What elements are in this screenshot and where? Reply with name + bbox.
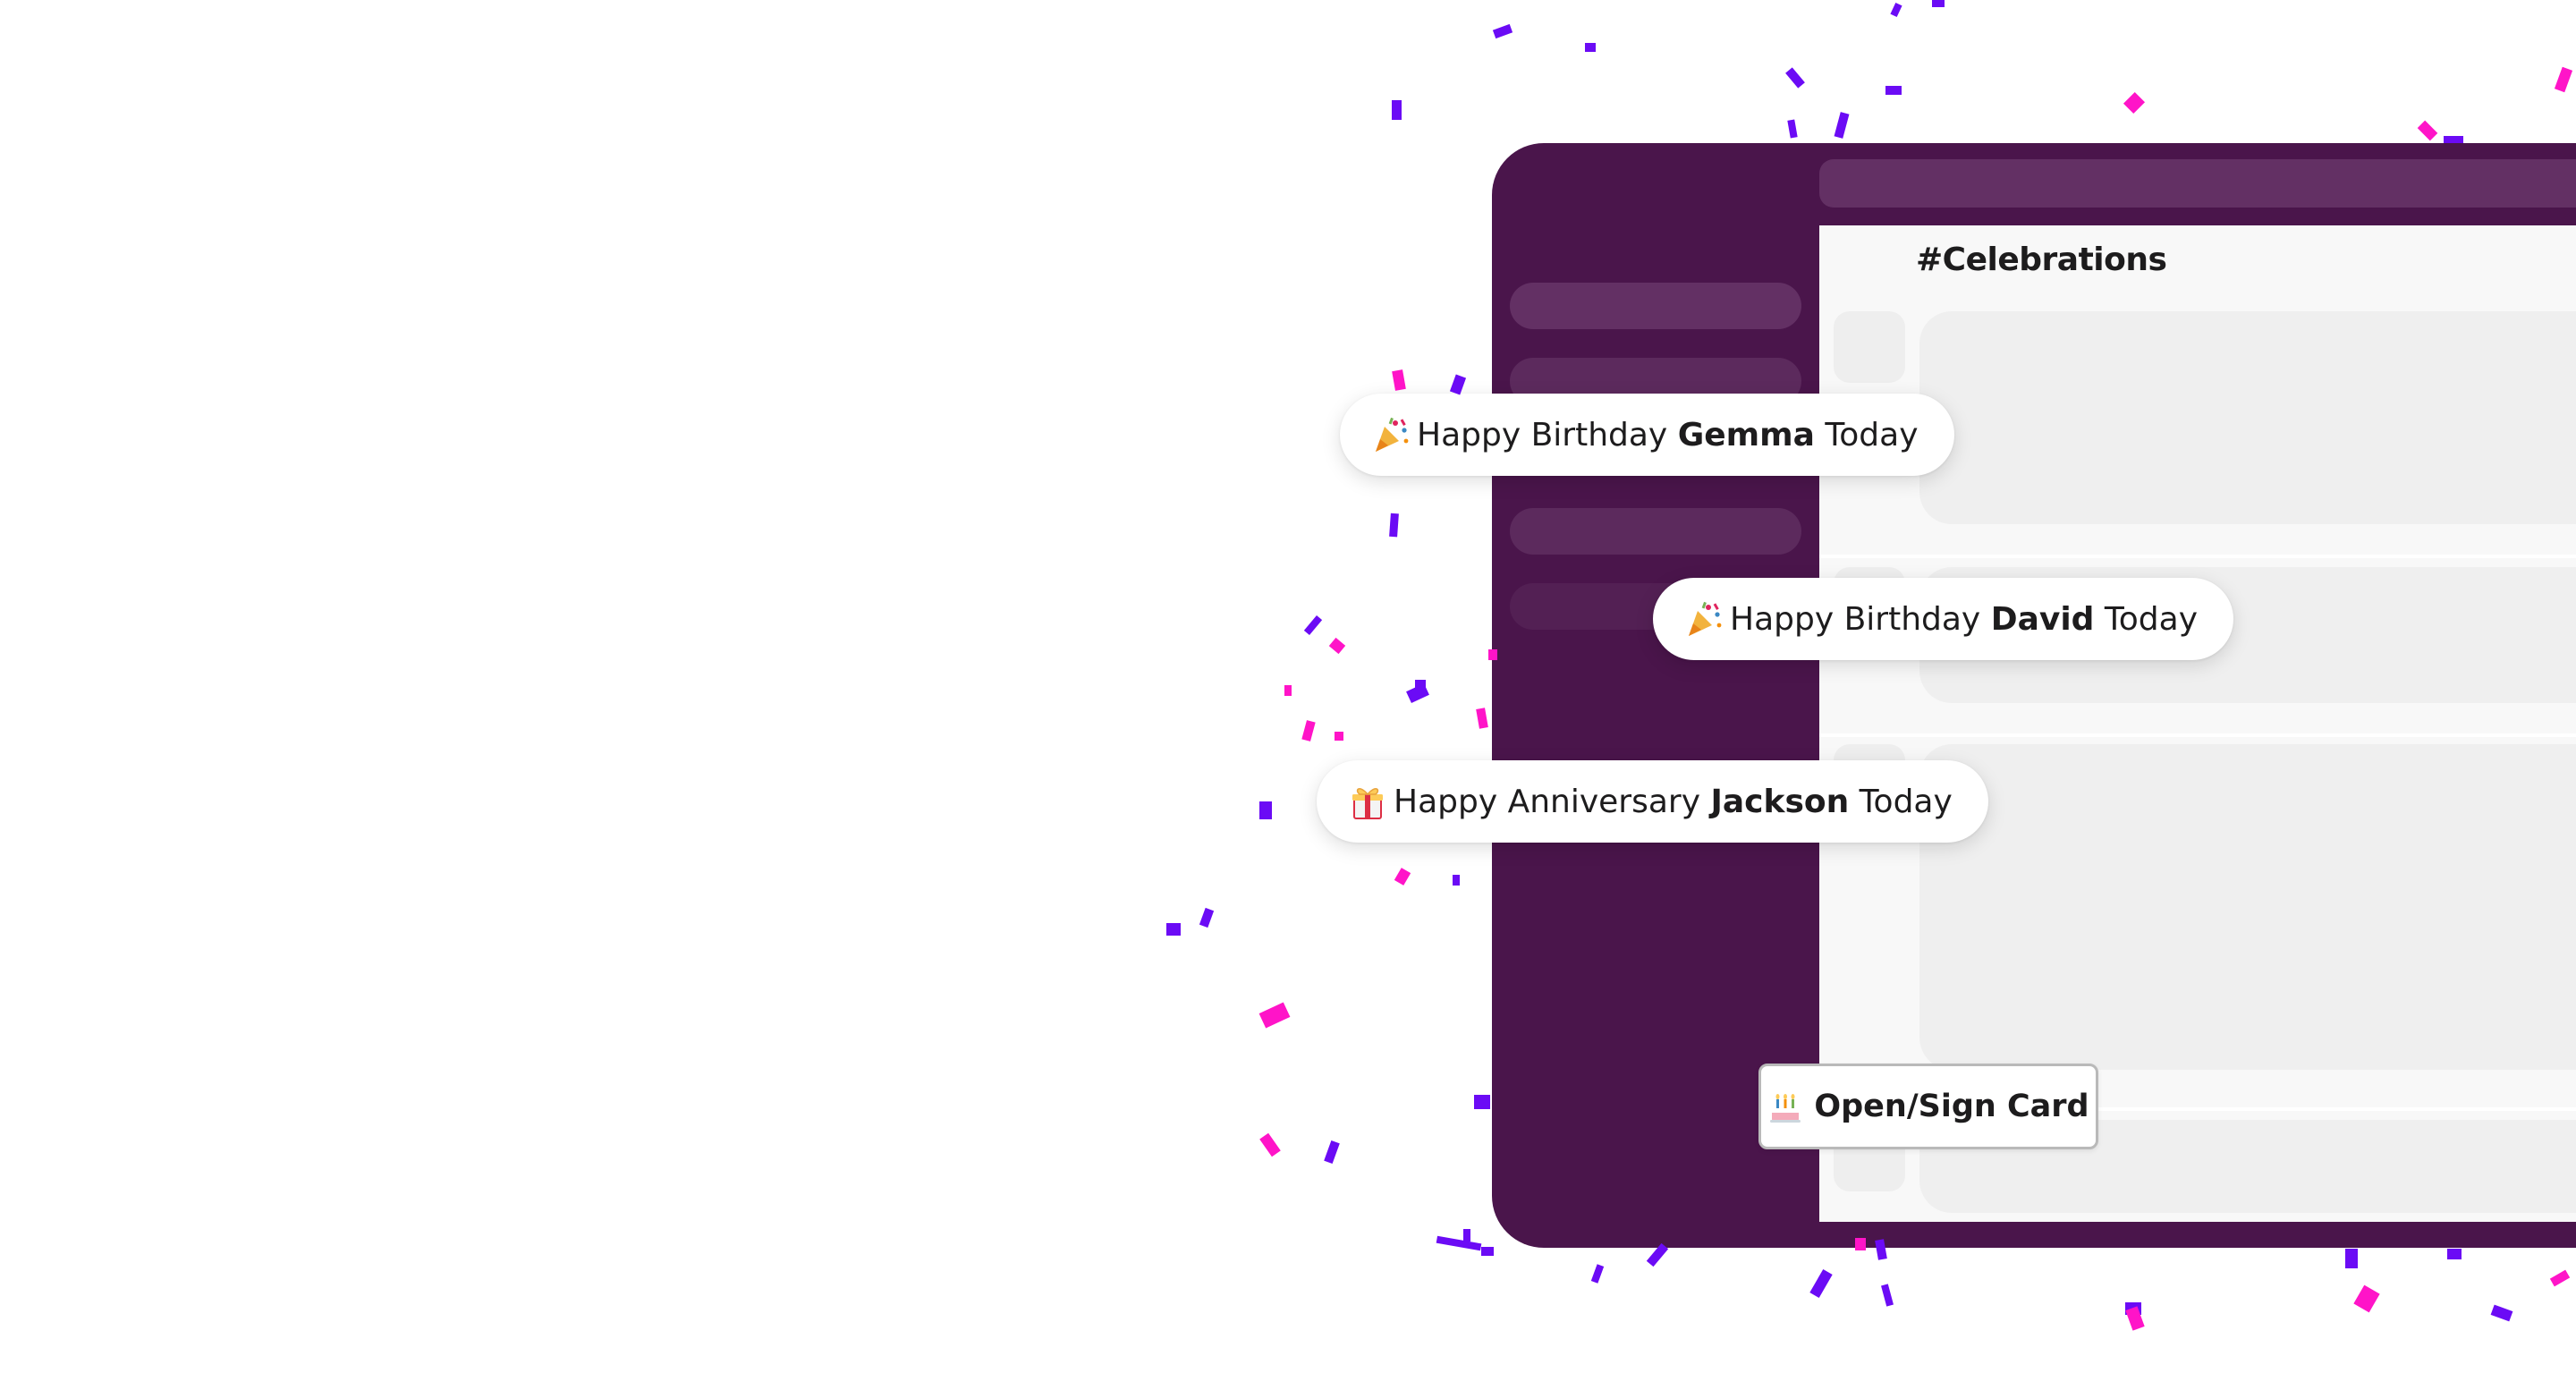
chat-app-window: #Celebrations <box>1492 143 2576 1248</box>
birthday-notification-gemma[interactable]: Happy Birthday Gemma Today <box>1340 394 1954 476</box>
message-divider <box>1819 555 2576 558</box>
birthday-notification-david[interactable]: Happy Birthday David Today <box>1653 578 2234 660</box>
message-divider <box>1819 1107 2576 1111</box>
anniversary-notification-jackson[interactable]: Happy Anniversary Jackson Today <box>1317 760 1988 843</box>
card-button-label: Open/Sign Card <box>1814 1089 2089 1124</box>
notification-name: David <box>1990 600 2095 638</box>
notification-prefix: Happy Anniversary <box>1394 783 1711 820</box>
notification-prefix: Happy Birthday <box>1730 600 1991 638</box>
message-placeholder <box>1919 744 2576 1070</box>
avatar <box>1834 311 1905 383</box>
notification-suffix: Today <box>1849 783 1953 820</box>
notification-prefix: Happy Birthday <box>1417 416 1678 453</box>
channel-view: #Celebrations <box>1819 225 2576 1222</box>
search-bar[interactable] <box>1819 159 2576 208</box>
notification-suffix: Today <box>1814 416 1919 453</box>
notification-name: Jackson <box>1710 783 1850 820</box>
sidebar-item-placeholder[interactable] <box>1510 283 1801 329</box>
party-popper-icon <box>1372 416 1410 453</box>
message-placeholder <box>1919 311 2576 524</box>
sidebar-item-placeholder[interactable] <box>1510 508 1801 555</box>
notification-name: Gemma <box>1677 416 1815 453</box>
birthday-cake-icon <box>1767 1089 1803 1124</box>
channel-title: #Celebrations <box>1916 242 2167 278</box>
message-divider <box>1819 733 2576 737</box>
notification-suffix: Today <box>2094 600 2199 638</box>
open-sign-card-button[interactable]: Open/Sign Card <box>1758 1064 2098 1149</box>
gift-icon <box>1349 783 1386 820</box>
party-popper-icon <box>1685 600 1723 638</box>
